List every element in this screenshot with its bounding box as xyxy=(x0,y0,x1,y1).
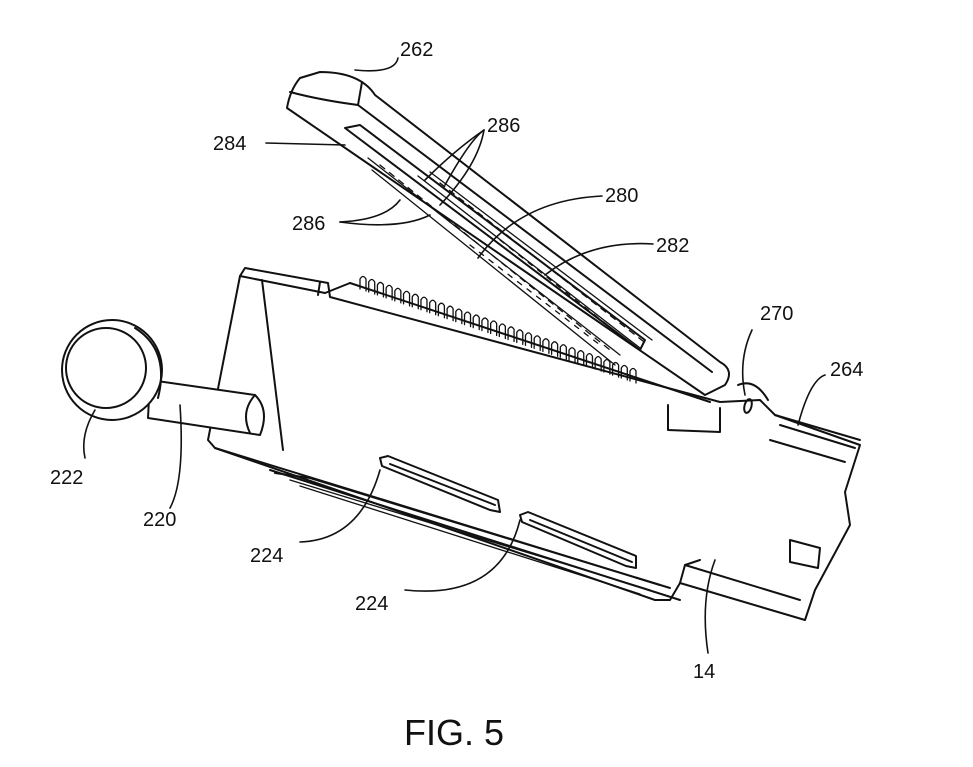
staple-tooth xyxy=(437,302,446,319)
staple-tooth xyxy=(594,355,602,372)
staple-teeth xyxy=(359,275,637,384)
staple-tooth xyxy=(402,290,411,307)
staple-tooth xyxy=(559,344,567,360)
staple-tooth xyxy=(472,314,480,331)
label-286-upper: 286 xyxy=(487,115,520,137)
staple-tooth xyxy=(420,296,428,313)
label-262: 262 xyxy=(400,39,433,61)
knob-assembly xyxy=(61,319,265,436)
staple-tooth xyxy=(455,308,463,325)
staple-tooth xyxy=(524,332,533,349)
label-224-right: 224 xyxy=(355,593,388,615)
label-280: 280 xyxy=(605,185,638,207)
staple-tooth xyxy=(533,335,541,352)
staple-tooth xyxy=(620,364,628,381)
label-224-left: 224 xyxy=(250,545,283,567)
staple-tooth xyxy=(550,341,559,357)
staple-tooth xyxy=(577,350,585,366)
label-270: 270 xyxy=(760,303,793,325)
anvil-arm xyxy=(286,71,730,396)
staple-tooth xyxy=(516,329,524,346)
label-284: 284 xyxy=(213,133,246,155)
staple-tooth xyxy=(359,275,367,292)
staple-tooth xyxy=(368,278,376,295)
label-220: 220 xyxy=(143,509,176,531)
staple-tooth xyxy=(463,311,472,328)
leader-lines xyxy=(82,57,826,654)
staple-tooth xyxy=(411,293,419,310)
staple-tooth xyxy=(629,367,637,384)
staple-tooth xyxy=(585,353,594,369)
staple-tooth xyxy=(429,299,437,316)
staple-tooth xyxy=(376,281,385,298)
reference-labels: 262 286 284 280 286 282 270 264 222 220 … xyxy=(50,39,863,683)
staple-tooth xyxy=(542,338,550,354)
label-14: 14 xyxy=(693,661,715,683)
staple-tooth xyxy=(489,320,498,337)
staple-tooth xyxy=(603,358,611,375)
staple-tooth xyxy=(385,284,393,301)
label-282: 282 xyxy=(656,235,689,257)
figure-caption: FIG. 5 xyxy=(404,712,504,753)
label-222: 222 xyxy=(50,467,83,489)
staple-tooth xyxy=(568,347,576,363)
staple-tooth xyxy=(611,361,620,378)
staple-tooth xyxy=(498,323,507,340)
label-264: 264 xyxy=(830,359,863,381)
staple-tooth xyxy=(481,317,489,334)
staple-tooth xyxy=(394,287,402,304)
staple-tooth xyxy=(446,305,454,322)
label-286-lower: 286 xyxy=(292,213,325,235)
side-slots xyxy=(379,455,637,569)
staple-tooth xyxy=(507,326,515,343)
